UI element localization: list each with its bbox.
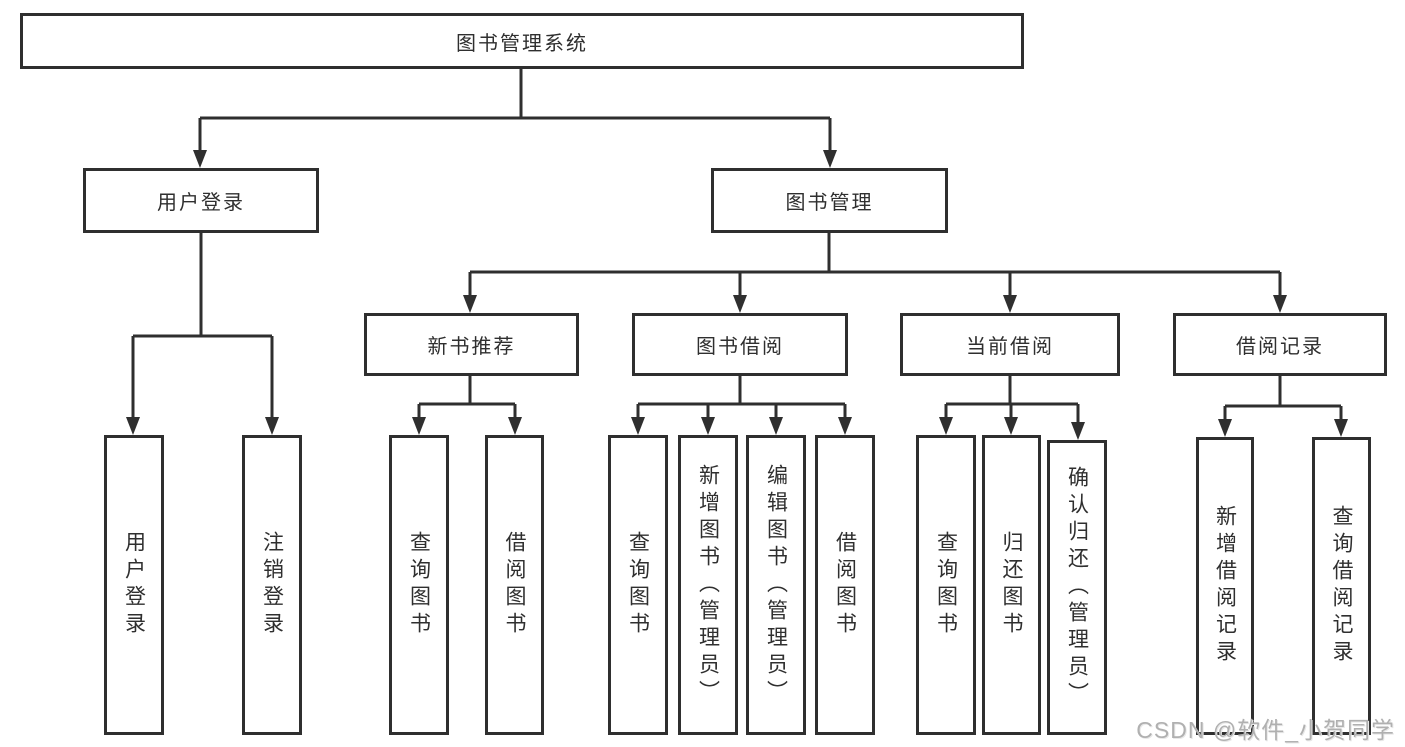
leaf-logout: 注销登录 [242, 435, 302, 735]
connector-user-login-branch [131, 233, 274, 420]
leaf-confirm-return-admin: 确认归还（管理员） [1047, 440, 1107, 735]
arrowhead-current-borrow [1003, 295, 1017, 313]
node-book-management: 图书管理 [711, 168, 948, 233]
leaf-query-borrow-record: 查询借阅记录 [1312, 437, 1371, 735]
node-root-system-label: 图书管理系统 [456, 32, 588, 55]
leaf-query-books-2-label: 查询图书 [626, 531, 650, 639]
arrowhead-logout-leaf [265, 417, 279, 435]
leaf-return-books: 归还图书 [982, 435, 1041, 735]
arrowhead-user-login [193, 150, 207, 168]
arrowhead-add-books [701, 417, 715, 435]
connector-borrow-records-branch [1223, 376, 1343, 422]
node-root-system: 图书管理系统 [20, 13, 1024, 69]
arrowhead-query-books-2 [631, 417, 645, 435]
leaf-return-books-label: 归还图书 [1000, 531, 1023, 639]
csdn-watermark: CSDN @软件_小贺同学 [1136, 717, 1395, 743]
arrowhead-book-borrow [733, 295, 747, 313]
connector-root-to-level2 [198, 69, 832, 153]
node-user-login-label: 用户登录 [157, 192, 245, 214]
arrowhead-borrow-records [1273, 295, 1287, 313]
leaf-query-books-2: 查询图书 [608, 435, 668, 735]
node-current-borrowing-label: 当前借阅 [966, 336, 1054, 358]
arrowhead-query-borrow-record [1334, 419, 1348, 437]
leaf-add-borrow-record: 新增借阅记录 [1196, 437, 1254, 735]
leaf-borrow-books-2-label: 借阅图书 [833, 531, 857, 639]
node-book-management-label: 图书管理 [785, 192, 874, 214]
arrowhead-new-book-rec [463, 295, 477, 313]
node-current-borrowing: 当前借阅 [900, 313, 1120, 376]
arrowhead-query-books-1 [412, 417, 426, 435]
connector-current-borrow-branch [944, 376, 1080, 424]
node-user-login: 用户登录 [83, 168, 319, 233]
leaf-add-books-admin: 新增图书（管理员） [678, 435, 738, 735]
leaf-borrow-books-1-label: 借阅图书 [503, 531, 526, 639]
arrowhead-query-books-3 [939, 417, 953, 435]
node-borrow-records-label: 借阅记录 [1236, 336, 1324, 358]
connector-book-mgmt-branch [468, 233, 1282, 298]
node-book-borrowing: 图书借阅 [632, 313, 848, 376]
arrowhead-return-books [1004, 417, 1018, 435]
arrowhead-edit-books [769, 417, 783, 435]
leaf-edit-books-admin: 编辑图书（管理员） [746, 435, 806, 735]
node-new-book-recommend-label: 新书推荐 [427, 336, 516, 358]
arrowhead-confirm-return [1071, 422, 1085, 440]
arrowhead-borrow-books-1 [508, 417, 522, 435]
connector-new-book-rec-branch [417, 376, 517, 420]
leaf-add-borrow-record-label: 新增借阅记录 [1213, 505, 1237, 667]
leaf-query-books-3-label: 查询图书 [934, 531, 958, 639]
connector-book-borrow-branch [636, 376, 847, 420]
leaf-borrow-books-2: 借阅图书 [815, 435, 875, 735]
leaf-user-login-label: 用户登录 [122, 531, 146, 639]
node-borrow-records: 借阅记录 [1173, 313, 1387, 376]
leaf-logout-label: 注销登录 [260, 531, 284, 639]
leaf-edit-books-admin-label: 编辑图书（管理员） [764, 463, 788, 707]
arrowhead-add-borrow-record [1218, 419, 1232, 437]
leaf-query-books-1-label: 查询图书 [407, 531, 431, 639]
arrowhead-borrow-books-2 [838, 417, 852, 435]
node-new-book-recommend: 新书推荐 [364, 313, 579, 376]
leaf-add-books-admin-label: 新增图书（管理员） [696, 463, 720, 707]
leaf-query-borrow-record-label: 查询借阅记录 [1330, 505, 1353, 667]
arrowhead-user-login-leaf [126, 417, 140, 435]
leaf-confirm-return-admin-label: 确认归还（管理员） [1065, 466, 1089, 709]
arrowhead-book-mgmt [823, 150, 837, 168]
leaf-user-login: 用户登录 [104, 435, 164, 735]
node-book-borrowing-label: 图书借阅 [696, 336, 784, 358]
leaf-query-books-3: 查询图书 [916, 435, 976, 735]
leaf-borrow-books-1: 借阅图书 [485, 435, 544, 735]
leaf-query-books-1: 查询图书 [389, 435, 449, 735]
